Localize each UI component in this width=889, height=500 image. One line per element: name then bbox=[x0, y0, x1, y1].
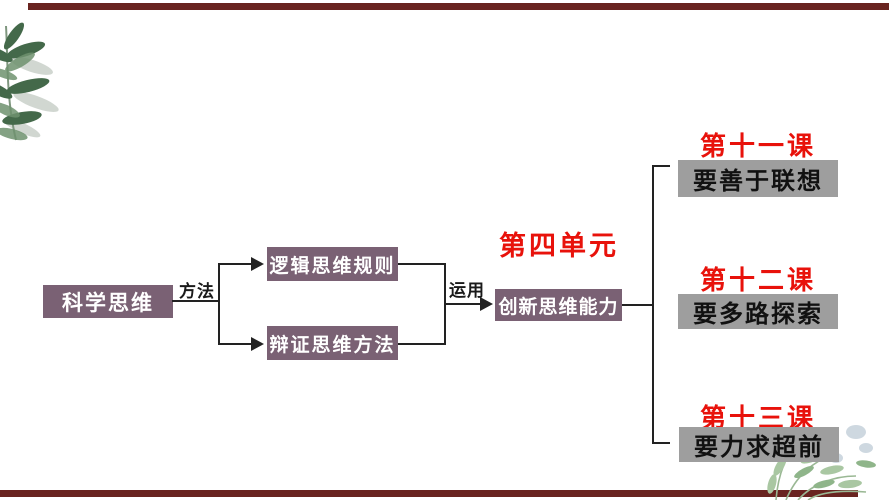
course-13-point-label: 要力求超前 bbox=[694, 434, 824, 461]
connector-branch-2-out bbox=[398, 343, 446, 345]
course-13-point: 要力求超前 bbox=[679, 427, 839, 462]
arrowhead-result bbox=[480, 297, 493, 311]
node-innovative-thinking-ability: 创新思维能力 bbox=[495, 289, 622, 321]
connector-to-branch-1 bbox=[218, 263, 252, 265]
course-11-title: 第十一课 bbox=[699, 131, 816, 161]
arrowhead-branch-2 bbox=[251, 337, 264, 351]
course-12-point: 要多路探索 bbox=[678, 294, 838, 329]
bracket-bottom-tick bbox=[652, 442, 670, 444]
connector-to-result bbox=[444, 303, 481, 305]
bracket-vertical bbox=[652, 165, 654, 444]
connector-branch-1-out bbox=[398, 263, 446, 265]
edge-label-apply: 运用 bbox=[449, 281, 485, 300]
node-logical-thinking-rules: 逻辑思维规则 bbox=[267, 247, 398, 281]
course-11-point-label: 要善于联想 bbox=[693, 168, 823, 195]
node-scientific-thinking-label: 科学思维 bbox=[62, 291, 154, 315]
connector-to-branch-2 bbox=[218, 343, 252, 345]
olive-branch-decoration bbox=[0, 22, 59, 141]
unit-title: 第四单元 bbox=[499, 231, 619, 261]
arrowhead-branch-1 bbox=[251, 257, 264, 271]
node-innovative-thinking-ability-label: 创新思维能力 bbox=[498, 296, 619, 318]
connector-root-horizontal bbox=[172, 300, 220, 302]
course-11-point: 要善于联想 bbox=[678, 160, 838, 197]
course-12-point-label: 要多路探索 bbox=[693, 301, 823, 328]
connector-branch-vertical bbox=[218, 263, 220, 345]
top-accent-bar bbox=[28, 3, 889, 10]
bracket-top-tick bbox=[652, 165, 670, 167]
node-dialectical-thinking-methods-label: 辩证思维方法 bbox=[269, 334, 396, 356]
node-scientific-thinking: 科学思维 bbox=[43, 285, 173, 318]
node-logical-thinking-rules-label: 逻辑思维规则 bbox=[269, 255, 396, 277]
bottom-accent-bar bbox=[0, 490, 858, 497]
node-dialectical-thinking-methods: 辩证思维方法 bbox=[267, 326, 398, 360]
connector-result-to-bracket bbox=[622, 304, 654, 306]
course-12-title: 第十二课 bbox=[699, 265, 816, 295]
edge-label-method: 方法 bbox=[179, 282, 215, 301]
